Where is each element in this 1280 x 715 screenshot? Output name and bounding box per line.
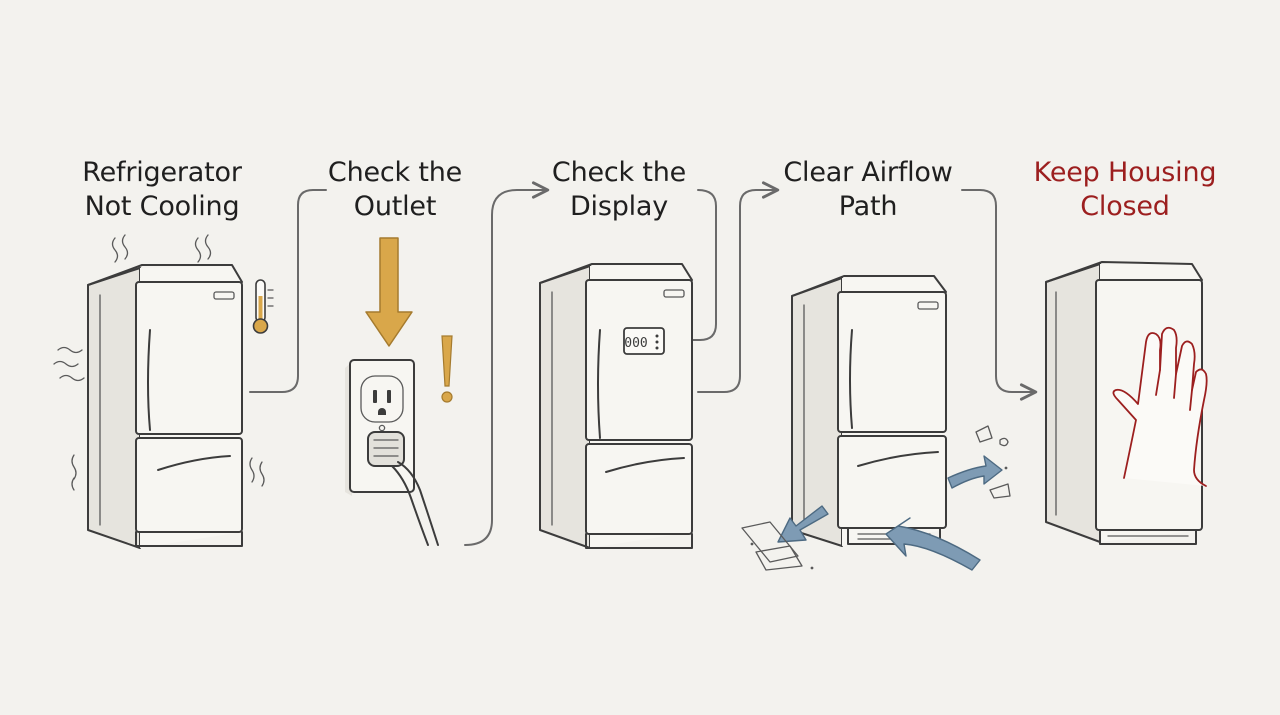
step-5-title: Keep Housing Closed bbox=[1020, 156, 1230, 224]
step-1-title-line1: Refrigerator bbox=[82, 157, 242, 188]
connector-2-to-3 bbox=[464, 181, 550, 546]
step-1-title: Refrigerator Not Cooling bbox=[57, 156, 267, 224]
step-3-title-line1: Check the bbox=[551, 157, 687, 188]
fridge-display bbox=[539, 263, 693, 549]
outlet-down-arrow bbox=[365, 237, 413, 347]
step-3-title: Check the Display bbox=[514, 156, 724, 224]
step-5-title-line1: Keep Housing bbox=[1033, 157, 1217, 188]
step-3-title-line2: Display bbox=[569, 191, 669, 222]
step-1-title-line2: Not Cooling bbox=[84, 191, 240, 222]
connector-1-to-2 bbox=[249, 189, 327, 393]
step-5-title-line2: Closed bbox=[1080, 191, 1170, 222]
hand-icon bbox=[1112, 326, 1208, 487]
debris-papers-icon bbox=[741, 425, 1011, 571]
heat-waves-icon bbox=[53, 234, 265, 491]
fridge-not-cooling bbox=[87, 264, 243, 549]
step-2-title-line1: Check the bbox=[327, 157, 463, 188]
warning-exclamation-icon bbox=[441, 335, 453, 403]
step-4-title-line2: Path bbox=[838, 191, 898, 222]
display-readout: 000 bbox=[624, 336, 647, 351]
step-2-title: Check the Outlet bbox=[290, 156, 500, 224]
step-2-title-line2: Outlet bbox=[353, 191, 437, 222]
power-plug bbox=[367, 431, 439, 546]
connector-4-to-5 bbox=[961, 189, 1038, 401]
airflow-arrows-icon bbox=[777, 455, 1003, 571]
fridge-airflow bbox=[791, 275, 947, 547]
connector-3-to-4 bbox=[697, 181, 780, 393]
wall-outlet bbox=[345, 359, 415, 496]
step-4-title-line1: Clear Airflow bbox=[783, 157, 953, 188]
thermometer-icon bbox=[252, 279, 274, 334]
step-4-title: Clear Airflow Path bbox=[763, 156, 973, 224]
connector-3-display bbox=[664, 189, 717, 349]
digital-display-panel: 000 bbox=[623, 327, 665, 355]
